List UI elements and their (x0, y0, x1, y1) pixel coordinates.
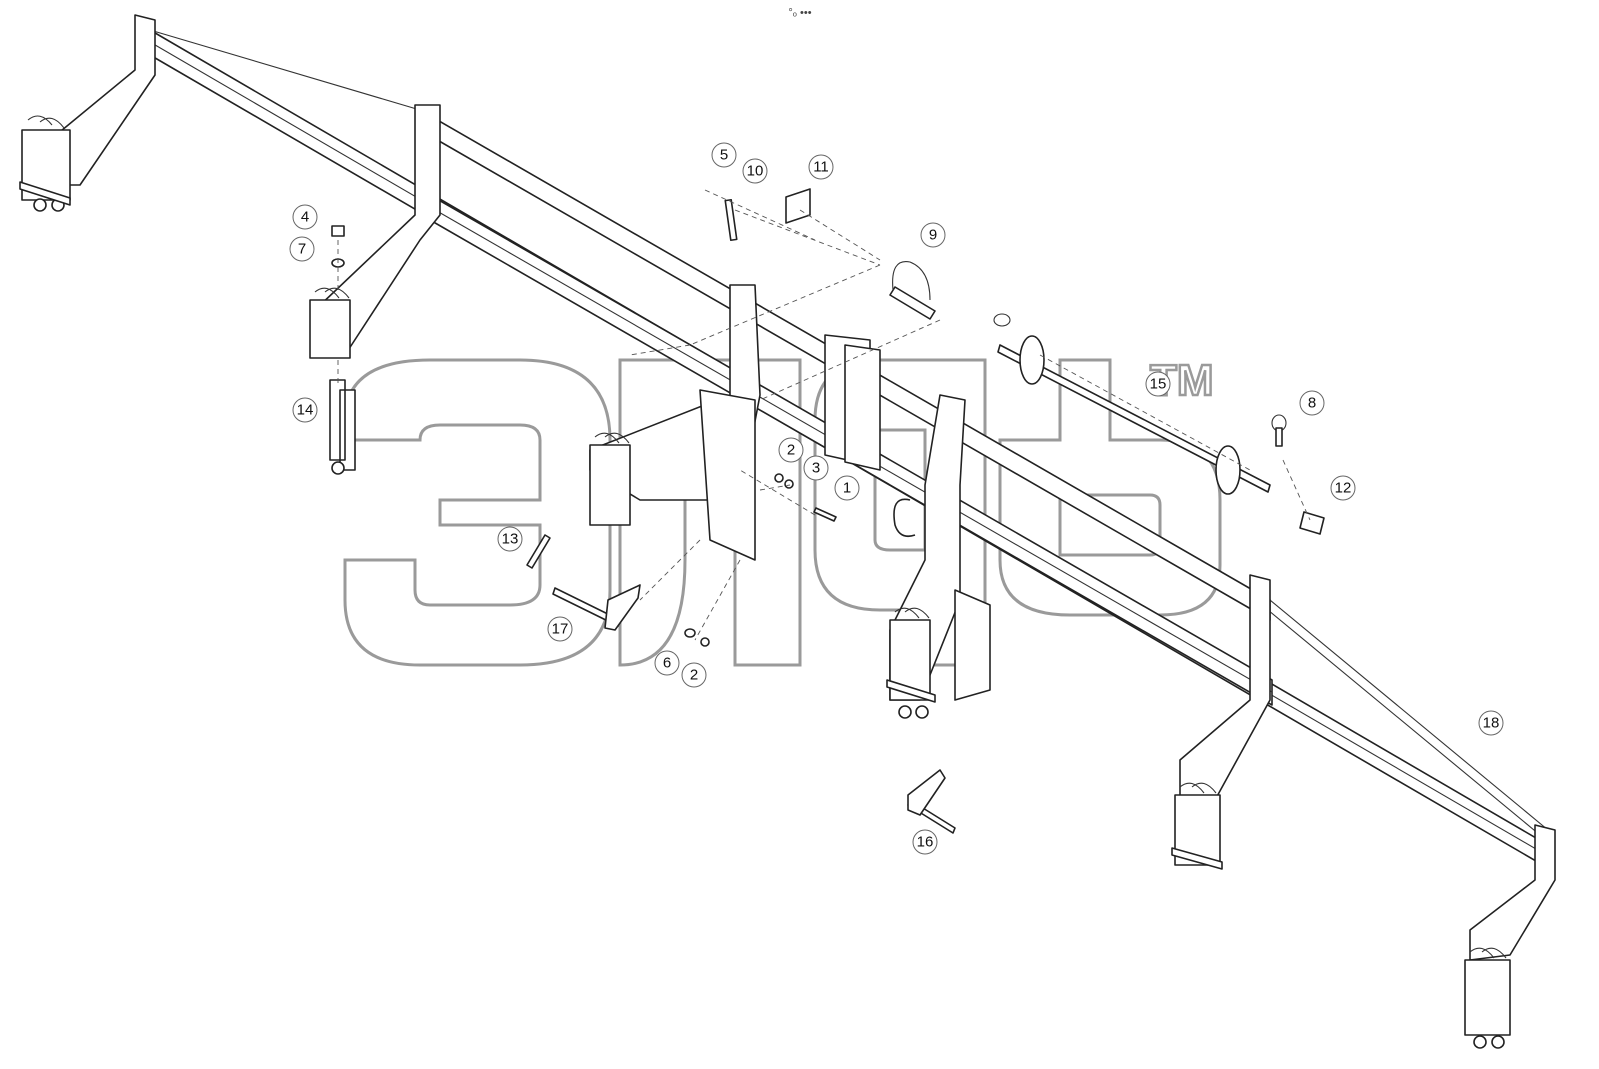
svg-text:8: 8 (1308, 395, 1316, 412)
callout-18[interactable]: 18 (1478, 710, 1504, 736)
part-15-disc-left (1019, 335, 1045, 385)
callout-2-upper[interactable]: 2 (778, 437, 804, 463)
callout-14[interactable]: 14 (292, 397, 318, 423)
svg-text:4: 4 (301, 209, 309, 226)
part-15-ring (993, 313, 1011, 327)
callout-16[interactable]: 16 (912, 829, 938, 855)
part-18-tie-rod (1267, 609, 1541, 836)
part-14-stand (329, 379, 356, 471)
part-4-nut (331, 225, 345, 237)
mounting-brackets (19, 14, 1556, 1049)
part-9-lynch-pin (889, 286, 936, 320)
center-left-clamp (589, 444, 631, 526)
svg-text:13: 13 (502, 531, 519, 548)
svg-text:9: 9 (929, 227, 937, 244)
part-12-bushing (1299, 511, 1325, 535)
callout-12[interactable]: 12 (1330, 475, 1356, 501)
svg-text:11: 11 (813, 159, 829, 176)
svg-text:2: 2 (787, 442, 795, 459)
center-left-plate (699, 389, 756, 561)
right-end-clamp (1464, 959, 1511, 1036)
callout-7[interactable]: 7 (289, 236, 315, 262)
svg-text:7: 7 (298, 241, 306, 258)
small-parts (329, 188, 1325, 834)
callout-11[interactable]: 11 (808, 154, 834, 180)
callout-10[interactable]: 10 (742, 158, 768, 184)
callout-17[interactable]: 17 (547, 616, 573, 642)
svg-text:1: 1 (843, 480, 851, 497)
right-end-arm (1469, 824, 1556, 961)
part-15-axle (997, 344, 1271, 493)
part-15-disc-right (1215, 445, 1241, 495)
svg-text:14: 14 (297, 402, 314, 419)
svg-text:18: 18 (1483, 715, 1500, 732)
part-2-nut-upper (774, 473, 784, 483)
callout-13[interactable]: 13 (497, 526, 523, 552)
part-3-nut (784, 479, 794, 489)
part-6-washer (684, 628, 696, 638)
part-8-pin (1275, 427, 1283, 447)
part-10-pin (724, 198, 738, 242)
callout-9[interactable]: 9 (920, 222, 946, 248)
center-right-plate (954, 589, 991, 701)
callouts: 1 2 2 3 4 5 6 7 8 9 10 11 12 13 14 15 16… (289, 142, 1504, 855)
callout-8[interactable]: 8 (1299, 390, 1325, 416)
svg-text:2: 2 (690, 667, 698, 684)
svg-text:5: 5 (720, 147, 728, 164)
part-11-plate (785, 188, 811, 224)
svg-text:12: 12 (1335, 480, 1352, 497)
callout-3[interactable]: 3 (803, 455, 829, 481)
svg-text:15: 15 (1150, 376, 1167, 393)
center-hook (893, 498, 916, 538)
callout-6[interactable]: 6 (654, 650, 680, 676)
leader-lines (337, 189, 1311, 641)
second-clamp (309, 299, 351, 359)
part-1-bolt (813, 507, 837, 522)
callout-4[interactable]: 4 (292, 204, 318, 230)
svg-text:17: 17 (552, 621, 569, 638)
callout-5[interactable]: 5 (711, 142, 737, 168)
top-mark: °ₒ ••• (788, 7, 811, 19)
watermark-letter-e (343, 358, 612, 667)
svg-text:3: 3 (812, 460, 820, 477)
callout-15[interactable]: 15 (1145, 371, 1171, 397)
svg-text:10: 10 (747, 163, 764, 180)
svg-text:6: 6 (663, 655, 671, 672)
svg-text:16: 16 (917, 834, 934, 851)
part-2-nut-lower (700, 637, 710, 647)
callout-1[interactable]: 1 (834, 475, 860, 501)
callout-2-lower[interactable]: 2 (681, 662, 707, 688)
part-13-spring (526, 534, 551, 569)
